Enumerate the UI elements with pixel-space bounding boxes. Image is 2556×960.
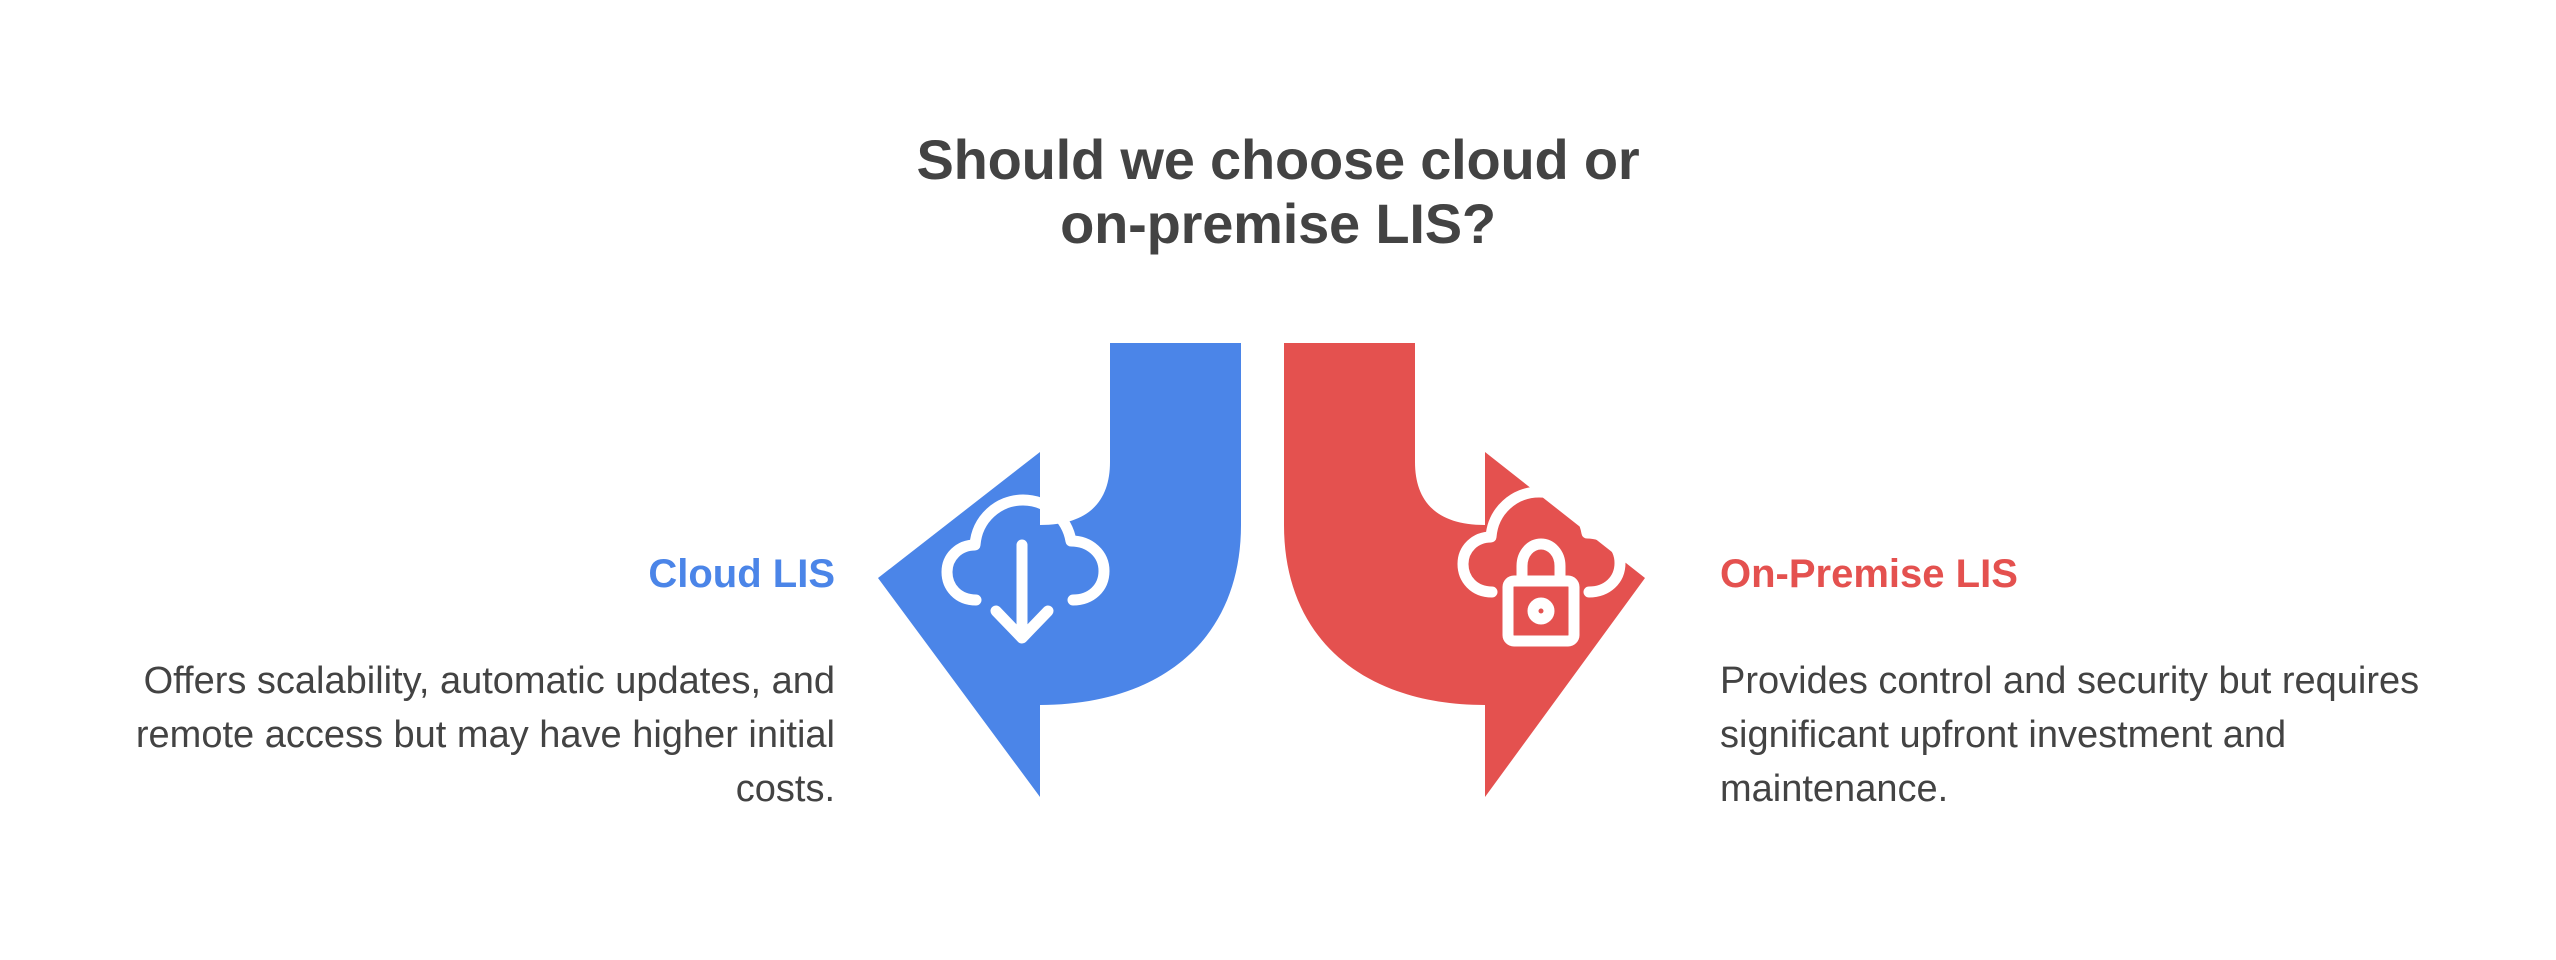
onpremise-branch-arrow <box>1284 343 1645 797</box>
page-title: Should we choose cloud or on-premise LIS… <box>0 128 2556 257</box>
page-title-line-2: on-premise LIS? <box>1060 192 1496 256</box>
cloud-download-icon <box>941 494 1110 644</box>
cloud-lock-icon <box>1457 486 1626 647</box>
cloud-branch-arrow <box>878 343 1241 797</box>
branch-label-on-premise-lis: On-Premise LIS <box>1720 552 2018 596</box>
onpremise-arrow-shape <box>1284 343 1645 797</box>
branch-description-cloud-lis: Offers scalability, automatic updates, a… <box>135 660 835 810</box>
page-title-line-1: Should we choose cloud or <box>916 128 1640 191</box>
cloud-arrow-shape <box>878 343 1241 797</box>
branch-description-on-premise-lis: Provides control and security but requir… <box>1720 660 2420 810</box>
branch-label-cloud-lis: Cloud LIS <box>648 552 835 596</box>
